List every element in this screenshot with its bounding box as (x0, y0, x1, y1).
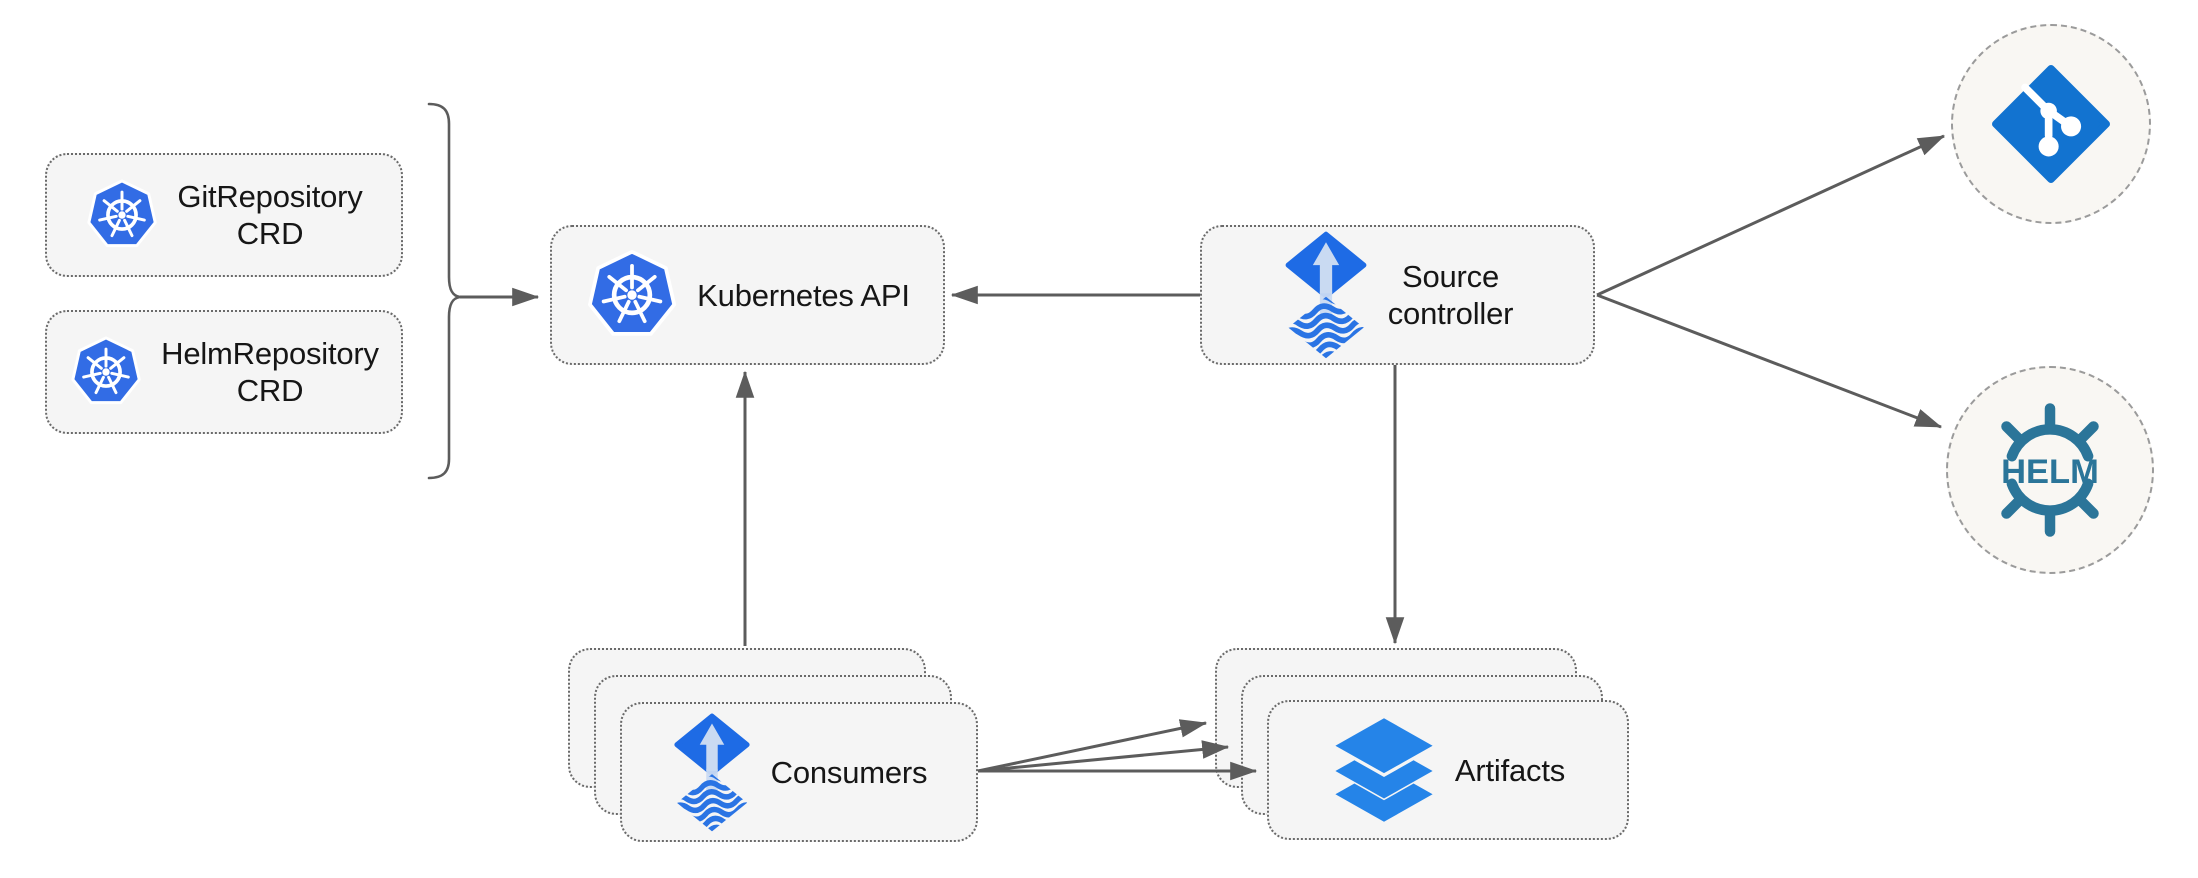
node-git-repository-crd: GitRepository CRD (45, 153, 403, 277)
node-label: GitRepository CRD (177, 178, 362, 252)
node-helm-source: HELM (1946, 366, 2154, 574)
node-consumers: Consumers (620, 702, 978, 842)
node-label: HelmRepository CRD (161, 335, 379, 409)
node-artifacts: Artifacts (1267, 700, 1629, 840)
kubernetes-icon (87, 179, 158, 248)
label-line: GitRepository (177, 179, 363, 214)
node-label: Consumers (770, 754, 928, 790)
node-helm-repository-crd: HelmRepository CRD (45, 310, 403, 434)
edge-consumers-to-artifacts-2 (977, 740, 1230, 773)
helm-label: HELM (2001, 453, 2099, 491)
node-source-controller: Source controller (1200, 225, 1595, 365)
node-git-source (1951, 24, 2151, 224)
label-line: controller (1387, 296, 1514, 331)
node-label: Kubernetes API (697, 277, 910, 313)
label-line: CRD (236, 373, 304, 408)
helm-icon: HELM (2001, 403, 2099, 537)
node-kubernetes-api: Kubernetes API (550, 225, 945, 365)
layers-icon (1335, 718, 1433, 822)
label-line: HelmRepository (161, 336, 379, 371)
crd-group-bracket (427, 102, 461, 480)
edge-source-controller-to-helm (1596, 293, 1943, 429)
node-label: Artifacts (1454, 752, 1566, 788)
label-line: Source (1401, 259, 1500, 294)
kubernetes-icon (71, 336, 141, 405)
node-label: Source controller (1388, 258, 1514, 332)
label-line: CRD (236, 216, 304, 251)
edge-source-controller-to-git (1596, 134, 1946, 297)
kubernetes-icon (588, 249, 677, 336)
flux-icon (1285, 231, 1367, 359)
git-icon (1992, 65, 2110, 183)
flux-icon (674, 713, 750, 831)
edge-consumers-to-artifacts-1 (977, 719, 1208, 773)
